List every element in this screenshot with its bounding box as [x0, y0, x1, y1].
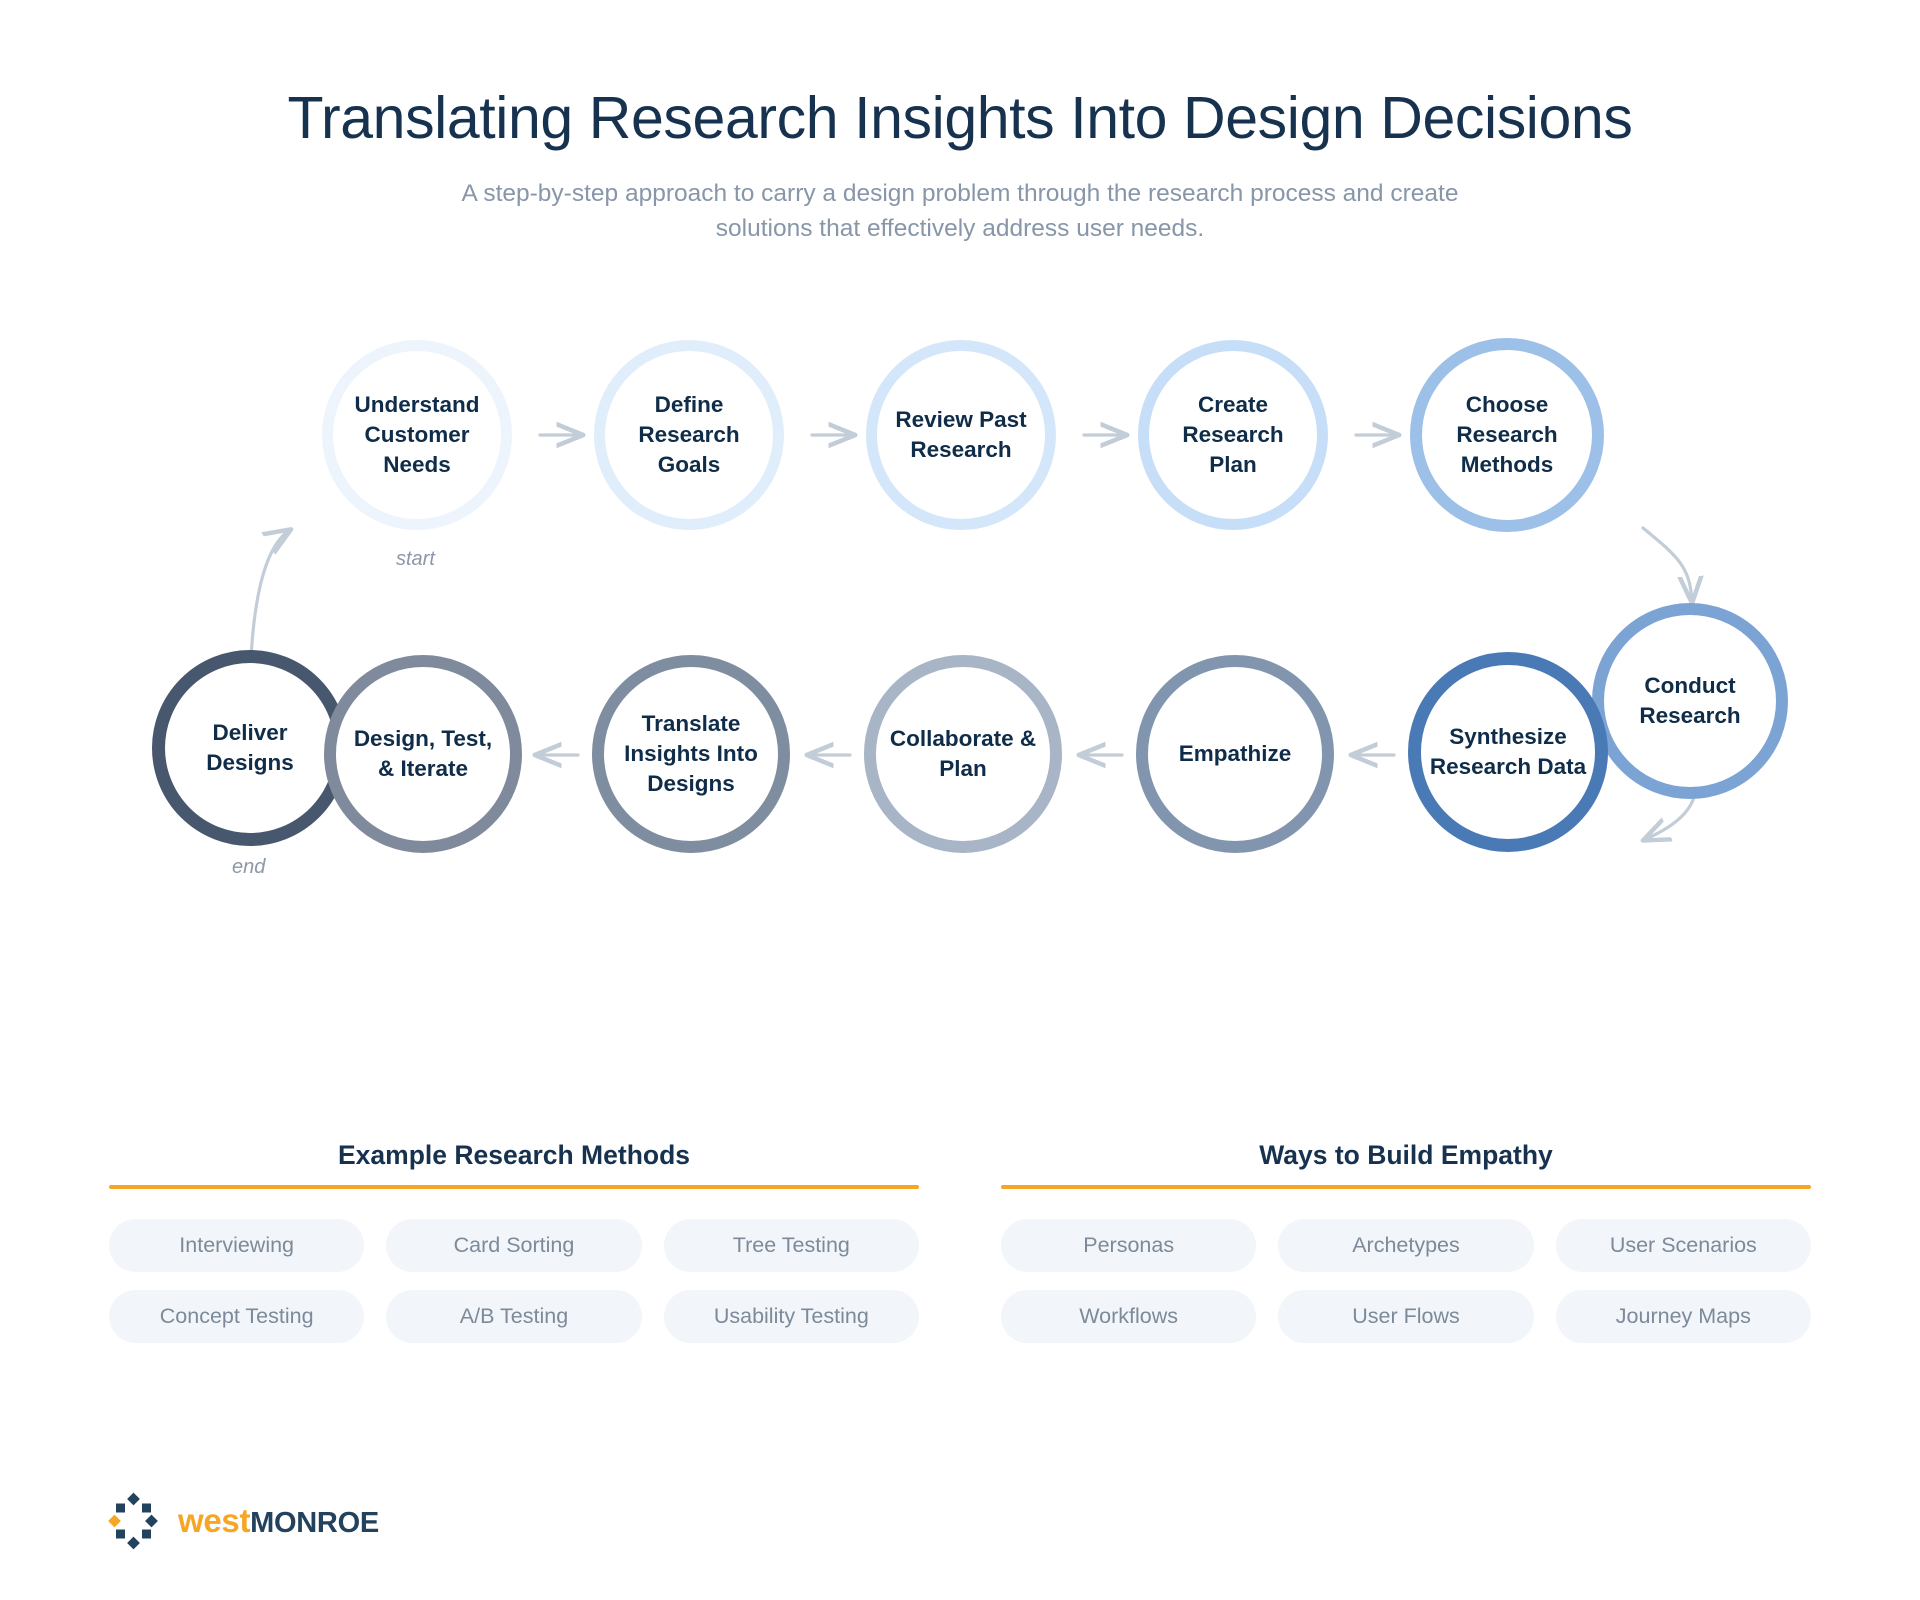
chip-item[interactable]: Workflows — [1001, 1290, 1257, 1343]
start-label: start — [396, 548, 435, 570]
chip-item[interactable]: Journey Maps — [1555, 1290, 1811, 1343]
node-create-plan[interactable]: Create Research Plan — [1138, 340, 1328, 530]
node-label: Translate Insights Into Designs — [624, 711, 758, 796]
node-label: Design, Test, & Iterate — [353, 726, 493, 781]
chip-item[interactable]: Usability Testing — [663, 1290, 919, 1343]
chip-item[interactable]: User Scenarios — [1555, 1219, 1811, 1272]
panel-title: Ways to Build Empathy — [1259, 1140, 1553, 1170]
node-synthesize-data[interactable]: Synthesize Research Data — [1408, 652, 1608, 852]
node-collaborate-plan[interactable]: Collaborate & Plan — [864, 655, 1062, 853]
logo-word-west: west — [178, 1502, 251, 1539]
chip-item[interactable]: Concept Testing — [109, 1290, 365, 1343]
node-label: Collaborate & Plan — [889, 726, 1037, 781]
node-label: Review Past Research — [895, 407, 1027, 462]
west-monroe-logo-mark — [108, 1492, 158, 1550]
panel-example-research-methods: Example Research Methods Interviewing Ca… — [109, 1140, 919, 1343]
subtitle-line-1: A step-by-step approach to carry a desig… — [461, 179, 1459, 207]
node-label: Conduct Research — [1639, 673, 1741, 728]
chip-grid: Personas Archetypes User Scenarios Workf… — [1001, 1219, 1811, 1343]
node-label: Create Research Plan — [1182, 392, 1284, 477]
node-label: Choose Research Methods — [1456, 392, 1558, 477]
chip-item[interactable]: Interviewing — [109, 1219, 365, 1272]
page-title: Translating Research Insights Into Desig… — [287, 85, 1633, 151]
node-translate-insights[interactable]: Translate Insights Into Designs — [592, 655, 790, 853]
arrow-choose-to-conduct — [1641, 526, 1692, 602]
node-empathize[interactable]: Empathize — [1136, 655, 1334, 853]
chip-item[interactable]: Archetypes — [1278, 1219, 1534, 1272]
panel-ways-to-build-empathy: Ways to Build Empathy Personas Archetype… — [1001, 1140, 1811, 1343]
west-monroe-logo: westMONROE — [104, 1492, 379, 1550]
chip-item[interactable]: User Flows — [1278, 1290, 1534, 1343]
node-design-test-iterate[interactable]: Design, Test, & Iterate — [324, 655, 522, 853]
node-label: Empathize — [1178, 741, 1292, 767]
header: Translating Research Insights Into Desig… — [0, 0, 1920, 246]
reference-panels: Example Research Methods Interviewing Ca… — [0, 1140, 1920, 1343]
node-conduct-research[interactable]: Conduct Research — [1592, 603, 1788, 799]
panel-accent-rule — [109, 1185, 919, 1189]
node-choose-methods[interactable]: Choose Research Methods — [1410, 338, 1604, 532]
page-subtitle: A step-by-step approach to carry a desig… — [455, 177, 1465, 247]
panel-title: Example Research Methods — [338, 1140, 690, 1170]
chip-item[interactable]: Personas — [1001, 1219, 1257, 1272]
chip-item[interactable]: A/B Testing — [386, 1290, 642, 1343]
end-label: end — [232, 856, 266, 878]
panel-accent-rule — [1001, 1185, 1811, 1189]
node-label: Understand Customer Needs — [354, 392, 480, 477]
west-monroe-wordmark: westMONROE — [178, 1504, 379, 1538]
node-label: Define Research Goals — [638, 392, 740, 477]
chip-item[interactable]: Card Sorting — [386, 1219, 642, 1272]
logo-word-monroe: MONROE — [250, 1507, 379, 1539]
chip-item[interactable]: Tree Testing — [663, 1219, 919, 1272]
node-define-goals[interactable]: Define Research Goals — [594, 340, 784, 530]
node-understand-needs[interactable]: Understand Customer Needs — [322, 340, 512, 530]
node-review-past[interactable]: Review Past Research — [866, 340, 1056, 530]
node-deliver-designs[interactable]: Deliver Designs — [152, 650, 348, 846]
node-label: Deliver Designs — [206, 720, 294, 775]
process-flow-diagram: Understand Customer Needs Define Researc… — [0, 300, 1920, 930]
subtitle-line-2: solutions that effectively address user … — [715, 214, 1205, 242]
node-label: Synthesize Research Data — [1429, 724, 1587, 779]
chip-grid: Interviewing Card Sorting Tree Testing C… — [109, 1219, 919, 1343]
